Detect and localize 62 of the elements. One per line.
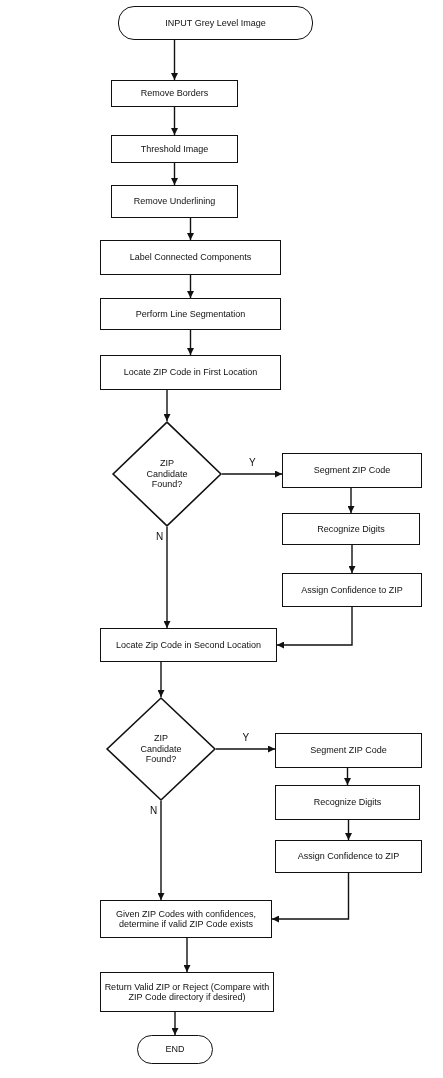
arrow: [183, 937, 191, 973]
process-box: [111, 185, 238, 218]
arrow: [221, 470, 283, 478]
node-text: Recognize Digits: [316, 523, 386, 535]
arrow: [187, 274, 194, 299]
process-box: [100, 972, 274, 1012]
edge-label: Y: [241, 732, 251, 743]
node-text: END: [164, 1044, 186, 1055]
arrow: [347, 487, 355, 514]
node-text: Return Valid ZIP or Reject (Compare with ZIP Code directory if desired): [103, 981, 271, 1003]
process-box: [100, 298, 281, 330]
node-text: Threshold Image: [139, 143, 210, 155]
edge-label: Y: [248, 457, 257, 468]
arrow: [157, 661, 165, 698]
process-box: [275, 785, 420, 820]
arrow: [171, 39, 178, 81]
arrow: [215, 745, 276, 753]
node-text: Recognize Digits: [312, 797, 383, 808]
arrow: [344, 767, 351, 786]
arrow: [276, 606, 353, 649]
process-box: [111, 80, 238, 107]
process-box: [100, 900, 272, 938]
arrow: [171, 1011, 179, 1036]
node-text: Assign Confidence to ZIP: [300, 584, 404, 596]
node-text: ZIP Candidate Found?: [145, 458, 189, 490]
decision-diamond: [106, 697, 216, 801]
edge-label: N: [155, 531, 165, 542]
process-box: [275, 733, 422, 768]
node-text: Locate Zip Code in Second Location: [114, 639, 263, 651]
terminal-box: [137, 1035, 213, 1064]
node-text: ZIP Candidate Found?: [139, 733, 183, 765]
arrow: [271, 872, 350, 923]
arrow: [345, 819, 352, 841]
decision-diamond: [112, 421, 222, 527]
node-text: Segment ZIP Code: [312, 465, 392, 476]
node-text: Remove Borders: [139, 88, 210, 99]
process-box: [111, 135, 238, 163]
node-text: Segment ZIP Code: [309, 745, 388, 756]
process-box: [100, 355, 281, 390]
process-box: [100, 240, 281, 275]
arrow: [348, 544, 356, 574]
node-text: Locate ZIP Code in First Location: [122, 367, 259, 378]
process-box: [275, 840, 422, 873]
arrow: [171, 106, 178, 136]
arrow: [187, 329, 194, 356]
node-text: Assign Confidence to ZIP: [296, 851, 401, 862]
arrow: [163, 389, 171, 422]
node-text: Label Connected Components: [128, 252, 253, 263]
process-box: [282, 513, 420, 545]
arrow: [171, 162, 178, 186]
terminal-box: [118, 6, 313, 40]
process-box: [282, 573, 422, 607]
node-text: Perform Line Segmentation: [134, 308, 247, 320]
process-box: [100, 628, 277, 662]
node-text: Given ZIP Codes with confidences, determine if valid ZIP Code exists: [115, 908, 257, 930]
node-text: INPUT Grey Level Image: [164, 17, 267, 29]
node-text: Remove Underlining: [132, 196, 217, 207]
arrow: [163, 526, 171, 629]
process-box: [282, 453, 422, 488]
edge-label: N: [149, 805, 159, 816]
arrow: [157, 800, 165, 901]
arrow: [187, 217, 194, 241]
